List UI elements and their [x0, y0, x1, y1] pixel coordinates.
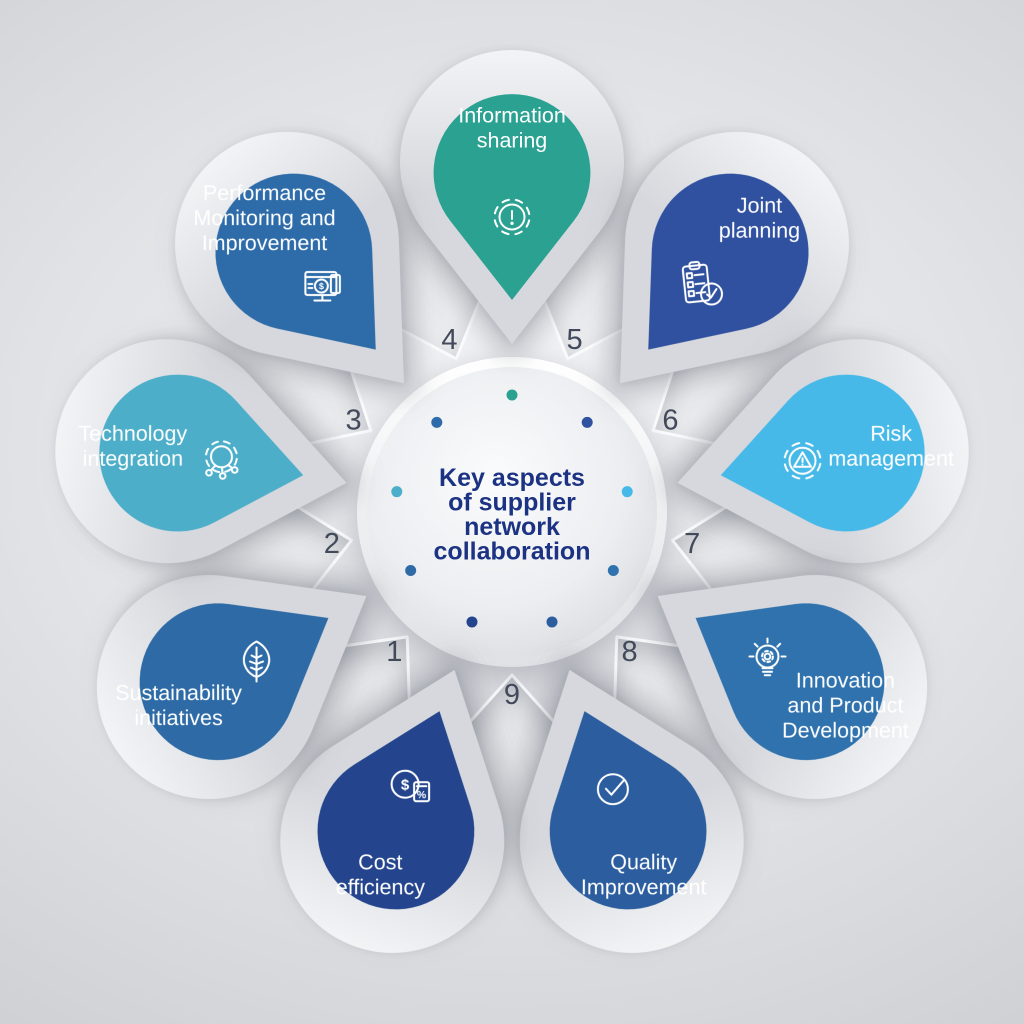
- center-circle-face: [367, 367, 657, 657]
- svg-text:%: %: [417, 789, 427, 801]
- step-number-2: 2: [324, 528, 340, 560]
- center-dot-sustainability-initiatives: [405, 565, 417, 576]
- center-dot-innovation-and-product-development: [607, 565, 619, 576]
- step-number-5: 5: [567, 324, 583, 356]
- gear-alert-icon: [493, 198, 531, 236]
- center-dot-quality-improvement: [546, 616, 558, 628]
- center-dot-joint-planning: [581, 416, 593, 428]
- monitor-finance-icon: $: [304, 271, 341, 302]
- center-dot-cost-efficiency: [466, 616, 478, 628]
- petal-inner-shape: [317, 711, 475, 910]
- petal-inner-shape: [720, 374, 925, 532]
- center-dot-information-sharing: [506, 389, 518, 401]
- step-number-7: 7: [684, 528, 700, 560]
- petal-inner-shape: [433, 94, 591, 300]
- step-number-4: 4: [441, 324, 457, 356]
- svg-text:$: $: [319, 281, 324, 291]
- petal-inner-shape: [695, 603, 885, 761]
- check-circle-icon: [596, 773, 629, 806]
- step-numbers: 1 2 3 4 5 6 7 8 9: [324, 324, 701, 711]
- bulb-gear-icon: [748, 637, 787, 677]
- center-dot-performance-monitoring-and-improvement: [431, 416, 443, 428]
- gear-network-icon: [204, 440, 239, 480]
- center-dot-risk-management: [621, 486, 633, 498]
- leaf-icon: [242, 640, 271, 683]
- petal-inner-shape: [549, 711, 707, 910]
- step-number-8: 8: [622, 636, 638, 668]
- gear-warning-icon: [783, 441, 822, 480]
- petal-inner-shape: [139, 603, 329, 761]
- svg-text:$: $: [401, 777, 410, 794]
- step-number-9: 9: [504, 679, 520, 711]
- step-number-3: 3: [345, 405, 361, 437]
- petal-inner-shape: [99, 374, 304, 532]
- clipboard-check-icon: [681, 260, 724, 306]
- step-number-1: 1: [386, 636, 402, 668]
- step-number-6: 6: [662, 405, 678, 437]
- petal-inner-shape: [648, 173, 809, 350]
- petal-inner-shape: [215, 173, 376, 350]
- dollar-calculator-icon: $%: [390, 769, 431, 803]
- center-dot-technology-integration: [391, 486, 403, 498]
